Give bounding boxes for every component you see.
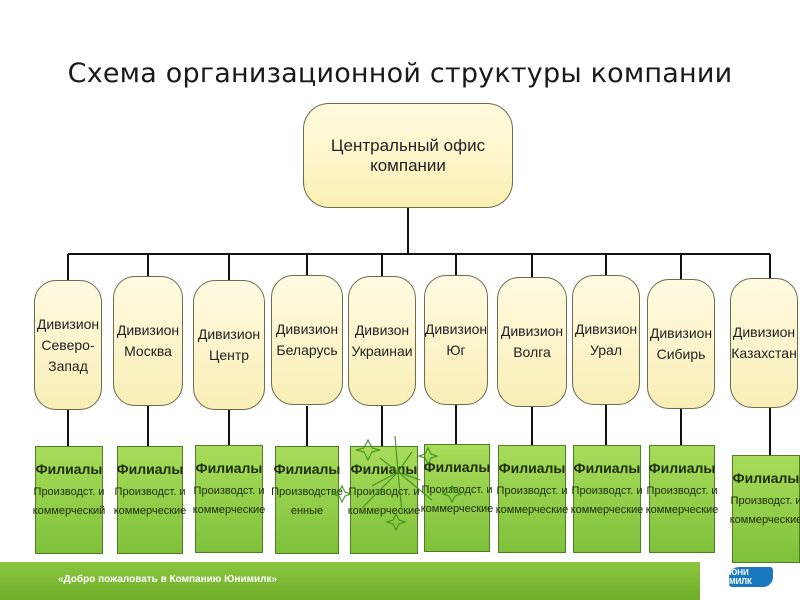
branch-title: Филиалы bbox=[35, 461, 103, 477]
branch-title: Филиалы bbox=[573, 460, 641, 476]
branch-subtitle: Производст. и коммерческие bbox=[570, 485, 644, 516]
head-office-box: Центральный офис компании bbox=[303, 103, 513, 208]
division-box: Дивизион Сибирь bbox=[647, 279, 715, 409]
branch-subtitle: Производст. и коммерческие bbox=[495, 485, 569, 516]
branch-box: Филиалы Производст. и коммерческие bbox=[421, 444, 493, 552]
division-box: Дивизон Украинаи bbox=[348, 276, 416, 406]
footer-bar: «Добро пожаловать в Компанию Юнимилк» bbox=[0, 562, 700, 600]
branch-box: Филиалы Производст. и коммерческие bbox=[646, 445, 718, 553]
division-box: Дивизион Казахстан bbox=[730, 278, 798, 408]
branch-box: Филиалы Производст. и коммерческие bbox=[571, 445, 643, 553]
branch-title: Филиалы bbox=[498, 460, 566, 476]
branch-subtitle: Производст. и коммерческие bbox=[729, 495, 800, 526]
division-box: Дивизион Юг bbox=[424, 275, 488, 405]
branch-box: Филиалы Производстве енные bbox=[271, 446, 343, 554]
branch-subtitle: Производст. и коммерческие bbox=[192, 485, 266, 516]
branch-subtitle: Производст. и коммерческие bbox=[113, 486, 187, 517]
branch-box: Филиалы Производст. и коммерческие bbox=[348, 446, 420, 554]
branch-subtitle: Производст. и коммерческие bbox=[420, 484, 494, 515]
branch-title: Филиалы bbox=[423, 459, 491, 475]
division-box: Дивизион Беларусь bbox=[271, 275, 343, 405]
branch-title: Филиалы bbox=[195, 460, 263, 476]
footer-text: «Добро пожаловать в Компанию Юнимилк» bbox=[58, 574, 278, 585]
branch-subtitle: Производст. и коммерческие bbox=[645, 485, 719, 516]
division-box: Дивизион Волга bbox=[497, 277, 567, 407]
division-box: Дивизион Северо- Запад bbox=[34, 280, 102, 410]
division-box: Дивизион Урал bbox=[572, 275, 640, 405]
branch-box: Филиалы Производст. и коммерческие bbox=[114, 446, 186, 554]
branch-title: Филиалы bbox=[648, 460, 716, 476]
division-box: Дивизион Центр bbox=[193, 280, 265, 410]
branch-title: Филиалы bbox=[116, 461, 184, 477]
branch-box: Филиалы Производст. и коммерческий bbox=[33, 446, 105, 554]
branch-subtitle: Производстве енные bbox=[271, 486, 343, 517]
branch-subtitle: Производст. и коммерческие bbox=[347, 486, 421, 517]
branch-box: Филиалы Производст. и коммерческие bbox=[730, 455, 800, 563]
branch-subtitle: Производст. и коммерческий bbox=[32, 486, 106, 517]
company-logo: ЮНИ МИЛК bbox=[729, 567, 773, 587]
division-box: Дивизион Москва bbox=[113, 276, 183, 406]
branch-title: Филиалы bbox=[350, 461, 418, 477]
branch-box: Филиалы Производст. и коммерческие bbox=[496, 445, 568, 553]
branch-title: Филиалы bbox=[732, 470, 800, 486]
branch-box: Филиалы Производст. и коммерческие bbox=[193, 445, 265, 553]
page-title: Схема организационной структуры компании bbox=[67, 58, 733, 89]
branch-title: Филиалы bbox=[273, 461, 341, 477]
